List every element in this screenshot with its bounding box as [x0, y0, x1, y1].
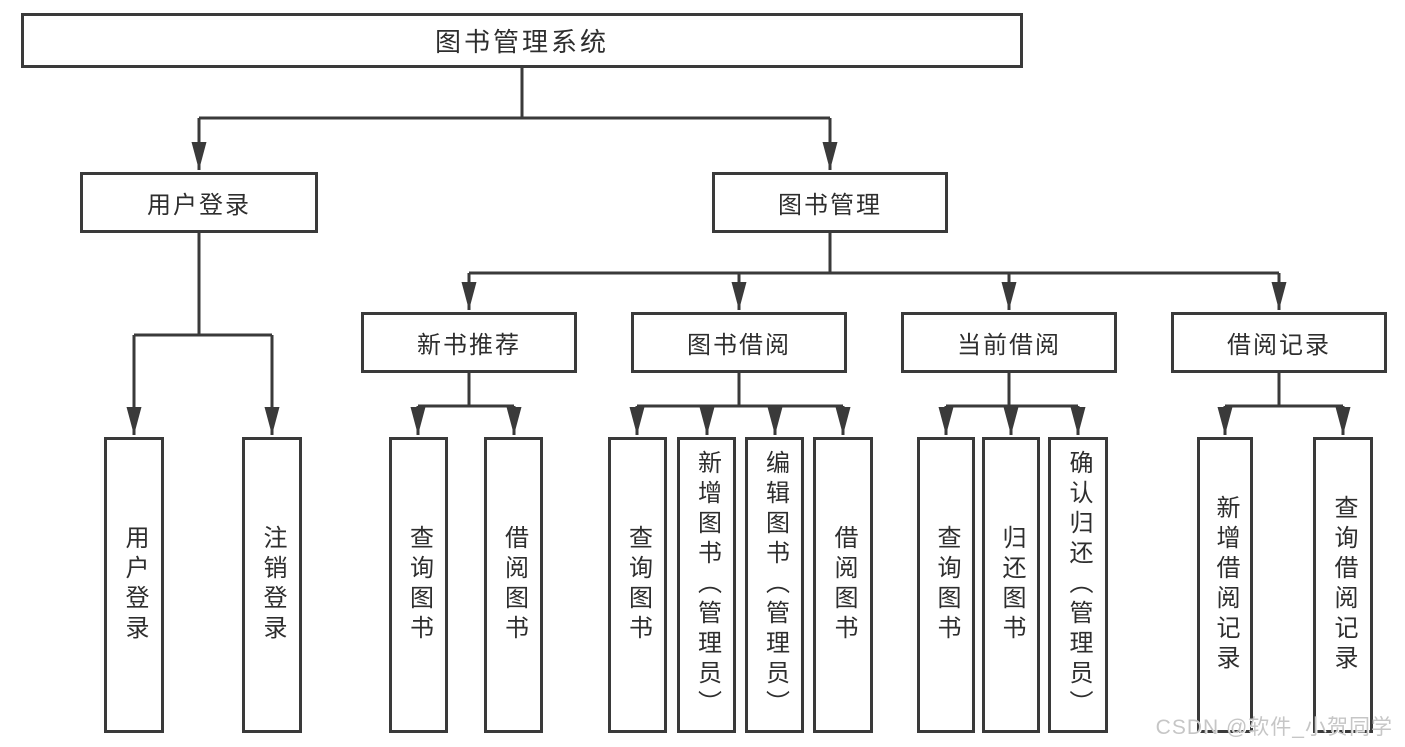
node-new-book-rec-label: 新书推荐	[417, 332, 521, 359]
node-user-login-label: 用户登录	[147, 192, 251, 219]
leaf-add-book: 新增图书（管理员）	[677, 437, 736, 733]
leaf-edit-book-label: 编辑图书（管理员）	[761, 450, 789, 720]
leaf-query-record: 查询借阅记录	[1313, 437, 1373, 733]
node-root: 图书管理系统	[21, 13, 1023, 68]
leaf-query-book-2-label: 查询图书	[624, 525, 652, 645]
csdn-watermark: CSDN @软件_小贺同学	[1155, 716, 1393, 739]
leaf-confirm-return-label: 确认归还（管理员）	[1065, 450, 1092, 720]
node-book-borrow: 图书借阅	[631, 312, 847, 373]
leaf-logout: 注销登录	[242, 437, 302, 733]
leaf-user-login: 用户登录	[104, 437, 164, 733]
leaf-borrow-book-2-label: 借阅图书	[830, 525, 857, 645]
node-current-borrow-label: 当前借阅	[957, 332, 1061, 359]
leaf-user-login-label: 用户登录	[121, 525, 148, 645]
leaf-return-book: 归还图书	[982, 437, 1040, 733]
leaf-borrow-book-2: 借阅图书	[813, 437, 873, 733]
node-new-book-rec: 新书推荐	[361, 312, 577, 373]
leaf-confirm-return: 确认归还（管理员）	[1048, 437, 1108, 733]
node-book-mgmt: 图书管理	[712, 172, 948, 233]
leaf-borrow-book-1: 借阅图书	[484, 437, 543, 733]
node-user-login: 用户登录	[80, 172, 318, 233]
node-borrow-record-label: 借阅记录	[1227, 332, 1331, 359]
leaf-query-book-2: 查询图书	[608, 437, 667, 733]
node-book-borrow-label: 图书借阅	[687, 332, 791, 359]
leaf-add-book-label: 新增图书（管理员）	[693, 450, 721, 720]
leaf-edit-book: 编辑图书（管理员）	[745, 437, 804, 733]
leaf-return-book-label: 归还图书	[998, 525, 1025, 645]
node-borrow-record: 借阅记录	[1171, 312, 1387, 373]
leaf-add-record-label: 新增借阅记录	[1212, 495, 1239, 675]
leaf-query-book-1: 查询图书	[389, 437, 448, 733]
leaf-logout-label: 注销登录	[259, 525, 286, 645]
leaf-query-book-3: 查询图书	[917, 437, 975, 733]
leaf-borrow-book-1-label: 借阅图书	[500, 525, 528, 645]
leaf-add-record: 新增借阅记录	[1197, 437, 1253, 733]
node-book-mgmt-label: 图书管理	[778, 192, 882, 219]
leaf-query-book-3-label: 查询图书	[933, 525, 960, 645]
leaf-query-book-1-label: 查询图书	[405, 525, 433, 645]
node-root-label: 图书管理系统	[434, 27, 609, 57]
node-current-borrow: 当前借阅	[901, 312, 1117, 373]
leaf-query-record-label: 查询借阅记录	[1330, 495, 1357, 675]
